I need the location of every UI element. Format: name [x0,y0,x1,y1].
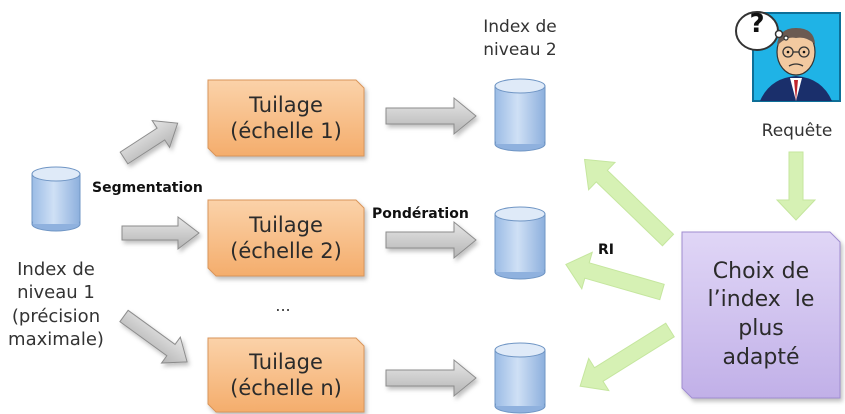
tile-scale-n-scale: (échelle n) [230,376,342,400]
ri-label: RI [598,242,614,258]
index-level1-line-4: maximale) [8,329,104,351]
index-level1-line-1: Index de [17,259,95,280]
confused-man-icon [735,11,841,102]
tile-scale-2-title: Tuilage [249,212,323,237]
choice-line-4: adapté [722,344,800,370]
tile-scale-1-scale: (échelle 1) [230,119,342,143]
tile-scale-2-shape [207,199,365,277]
tile-scale-2: Tuilage (échelle 2) [208,200,364,276]
ponderation-arrow-1 [385,96,477,136]
index-level2-cylinder-2 [494,206,546,280]
query-label: Requête [761,121,833,141]
index-level2-line-2: niveau 2 [483,39,557,60]
tile-scale-1-shape [207,79,365,157]
index-level1-label: Index de niveau 1 (précision maximale) [6,258,106,352]
segmentation-arrow-middle [121,215,200,251]
ponderation-arrow-2 [385,220,477,260]
ponderation-label: Pondération [372,206,469,222]
segmentation-arrow-up [119,120,179,165]
tile-scale-n-title: Tuilage [249,349,323,374]
index-level1-cylinder [31,166,81,232]
ponderation-arrow-n [385,358,477,398]
tile-scale-n-shape [207,337,365,413]
tiles-ellipsis: ... [275,296,291,315]
ri-arrow-to-index-n [579,322,675,392]
choice-box-shape [681,231,841,399]
index-level2-cylinder-1 [494,78,546,152]
segmentation-arrow-down [119,309,188,364]
index-level1-line-3: (précision [11,305,101,327]
query-arrow-down [775,151,817,221]
choice-box: Choix de l’index le plus adapté [684,234,838,396]
index-level2-label: Index de niveau 2 [468,16,572,62]
choice-line-2: l’index le [707,287,815,313]
ri-arrow-to-index-2 [565,251,665,301]
ri-arrow-to-index-1 [583,158,675,247]
tile-scale-1-title: Tuilage [249,92,323,117]
tile-scale-2-scale: (échelle 2) [230,239,342,263]
tile-scale-1: Tuilage (échelle 1) [208,80,364,156]
index-level2-cylinder-n [494,342,546,414]
choice-line-3: plus [738,316,784,341]
segmentation-label: Segmentation [92,180,203,196]
index-level1-line-2: niveau 1 [17,282,95,304]
choice-line-1: Choix de [712,258,810,284]
tile-scale-n: Tuilage (échelle n) [208,338,364,412]
question-mark-badge: ? [749,9,765,39]
index-level2-line-1: Index de [483,17,557,37]
